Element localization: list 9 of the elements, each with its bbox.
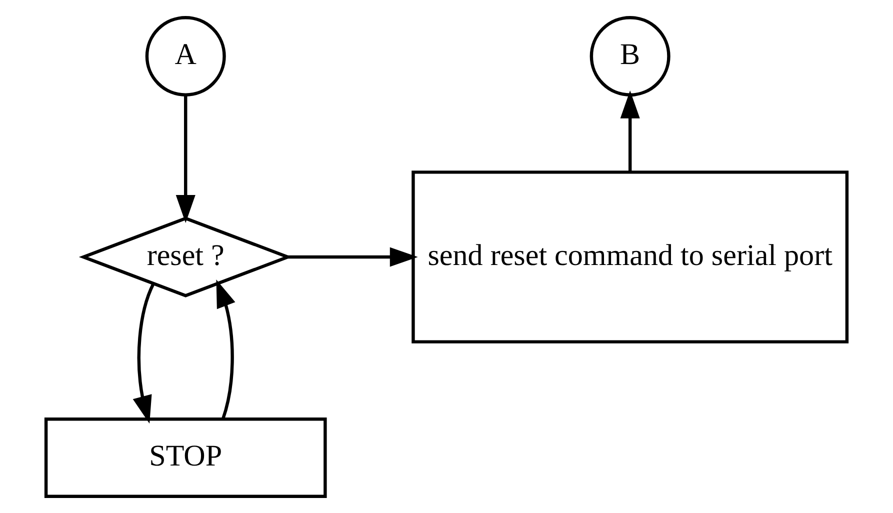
node-box: send reset command to serial port [412,170,849,343]
arrow [288,246,418,266]
node-circle: B [590,15,670,96]
arrow [216,278,236,419]
arrow [620,90,640,172]
node-box: STOP [44,417,327,498]
arrow [176,94,196,222]
node-circle: A [145,15,226,96]
arrow [132,282,155,424]
